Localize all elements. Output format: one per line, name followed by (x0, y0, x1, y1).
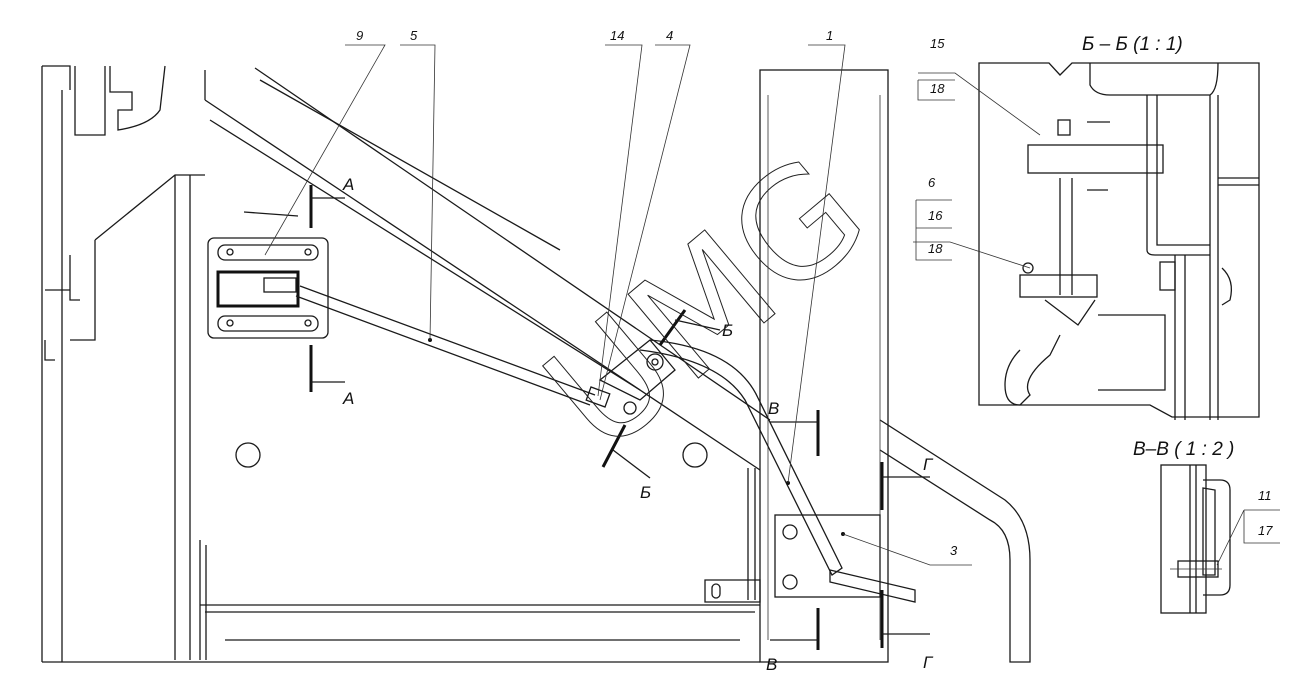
callout-5: 5 (410, 28, 418, 43)
section-mark-b-top: Б (722, 321, 733, 340)
section-lines (309, 185, 930, 650)
callout-1: 1 (826, 28, 833, 43)
callout-3: 3 (950, 543, 958, 558)
section-mark-v-bottom: В (766, 655, 777, 674)
section-mark-g-top: Г (923, 455, 934, 474)
callout-11: 11 (1258, 488, 1272, 503)
callout-6: 6 (928, 175, 936, 190)
section-bb-title: Б – Б (1 : 1) (1082, 34, 1183, 55)
callout-17: 17 (1258, 523, 1273, 538)
callout-15: 15 (930, 36, 945, 51)
callout-18b: 18 (928, 241, 943, 256)
rod (295, 285, 676, 415)
hole (682, 442, 708, 468)
section-vv-title: В–В ( 1 : 2 ) (1133, 439, 1234, 460)
section-mark-a-top: А (342, 175, 354, 194)
section-mark-v-top: В (768, 399, 779, 418)
section-mark-g-bottom: Г (923, 653, 934, 672)
latch-assembly (207, 211, 329, 339)
callout-16: 16 (928, 208, 943, 223)
callout-18: 18 (930, 81, 945, 96)
callout-leaders (264, 44, 972, 566)
section-bb-view (913, 62, 1260, 420)
callout-9: 9 (356, 28, 363, 43)
section-mark-a-bottom: А (342, 389, 354, 408)
cab-frame (41, 65, 760, 663)
roof-rails (204, 67, 1031, 663)
hole (235, 442, 261, 468)
callout-4: 4 (666, 28, 673, 43)
vertical-post (704, 69, 889, 663)
callout-14: 14 (610, 28, 624, 43)
watermark: UMG (514, 124, 898, 486)
section-mark-b-bottom: Б (640, 483, 651, 502)
section-vv-view (1160, 464, 1280, 614)
